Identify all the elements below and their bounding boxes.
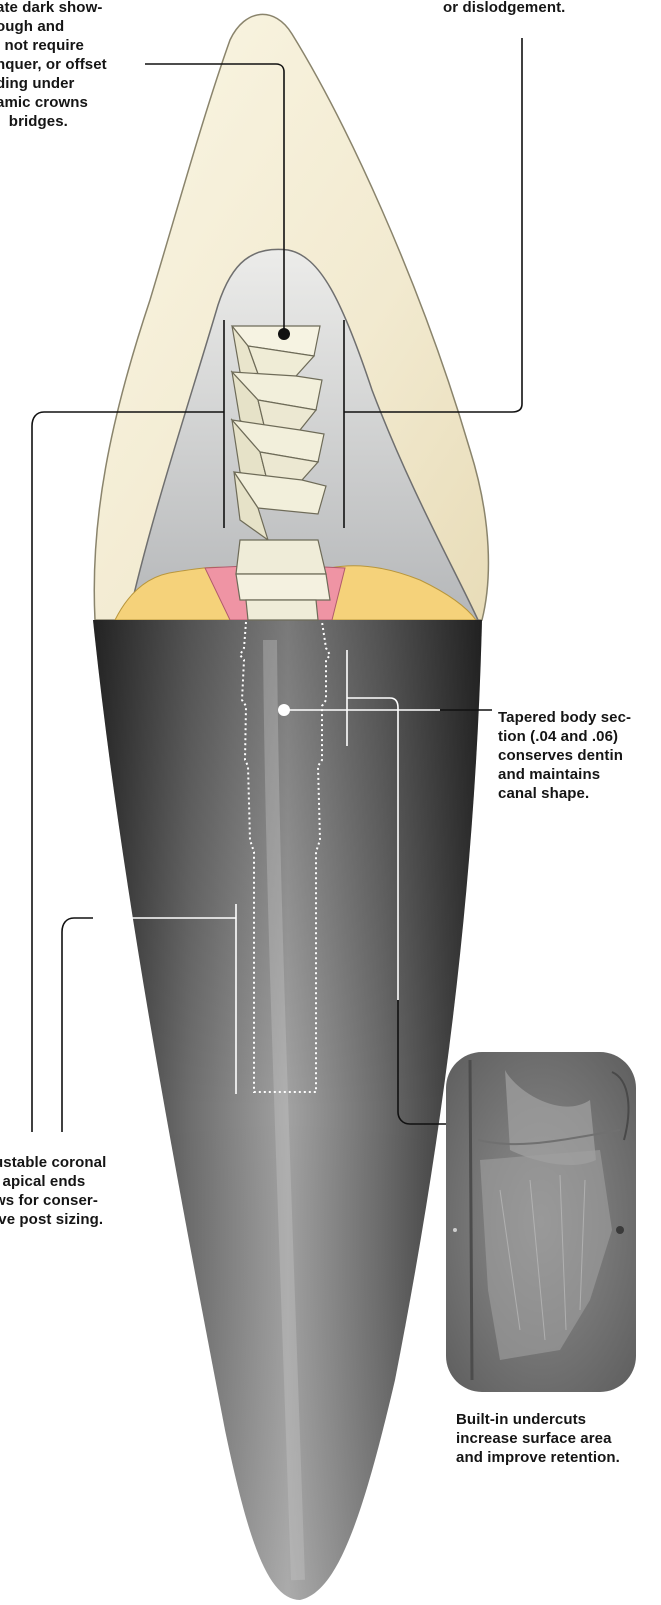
callout-tapered-body: Tapered body sec- tion (.04 and .06) con… [498, 708, 631, 803]
leader-dot-post-top [278, 328, 290, 340]
callout-built-in-undercuts: Built-in undercuts increase surface area… [456, 1410, 620, 1467]
callout-adjustable-ends: ustable coronal l apical ends ws for con… [0, 1153, 106, 1229]
sem-inset-image [446, 1052, 636, 1392]
callout-dislodgement: or dislodgement. [443, 0, 565, 17]
callout-shade-show-through: ate dark show- ough and l not require nq… [0, 0, 107, 131]
leader-dot-tapered [278, 704, 290, 716]
